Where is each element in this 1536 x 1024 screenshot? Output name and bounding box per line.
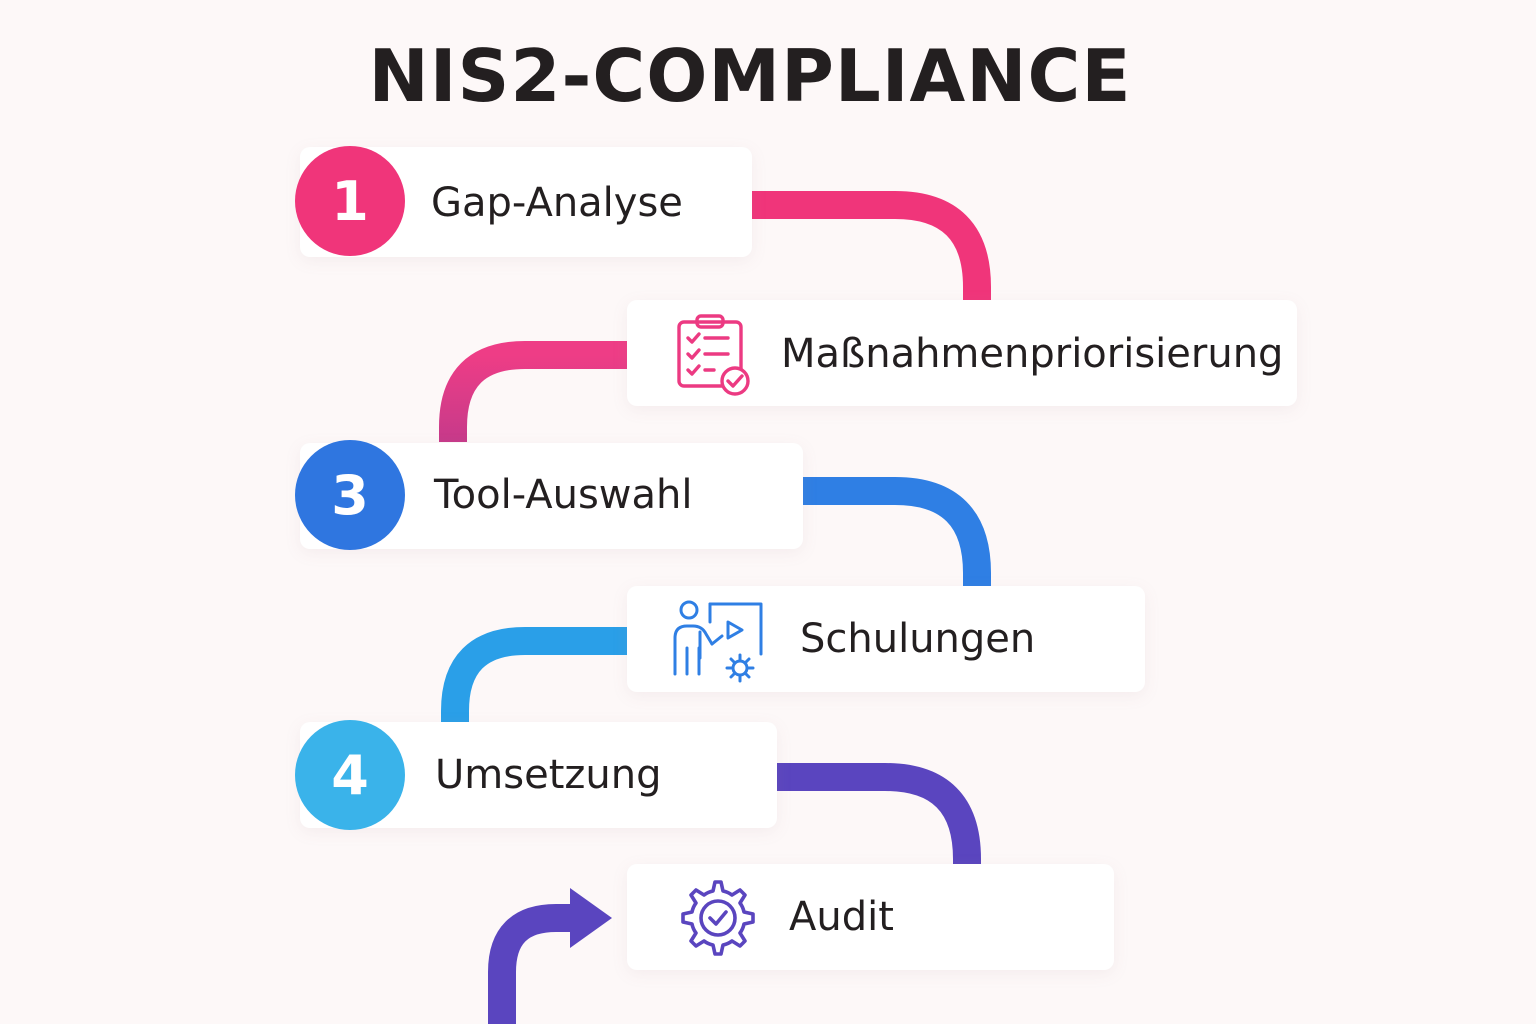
step-number-badge-1: 1 <box>295 146 405 256</box>
step-label-umsetzung: Umsetzung <box>435 752 662 798</box>
step-number-badge-3: 3 <box>295 440 405 550</box>
step-label-tool-auswahl: Tool-Auswahl <box>434 472 693 518</box>
arrowhead <box>570 888 612 948</box>
connector-training-4 <box>441 627 630 722</box>
diagram-title: NIS2-COMPLIANCE <box>368 34 1132 118</box>
connector-3-training <box>803 477 991 586</box>
step-label-schulungen: Schulungen <box>800 616 1036 662</box>
gear-check-icon <box>670 876 760 964</box>
step-card-audit <box>627 864 1114 970</box>
step-number-badge-4: 4 <box>295 720 405 830</box>
clipboard-check-icon <box>672 312 756 398</box>
connector-4-audit <box>777 763 981 866</box>
step-label-gap-analyse: Gap-Analyse <box>431 180 683 226</box>
step-label-massnahmenpriorisierung: Maßnahmenpriorisierung <box>781 331 1284 377</box>
connector-2-3 <box>439 341 630 442</box>
entry-arrow <box>488 904 578 1024</box>
presentation-trainer-icon <box>668 596 764 688</box>
step-label-audit: Audit <box>789 894 894 940</box>
connector-1-2 <box>752 191 991 300</box>
